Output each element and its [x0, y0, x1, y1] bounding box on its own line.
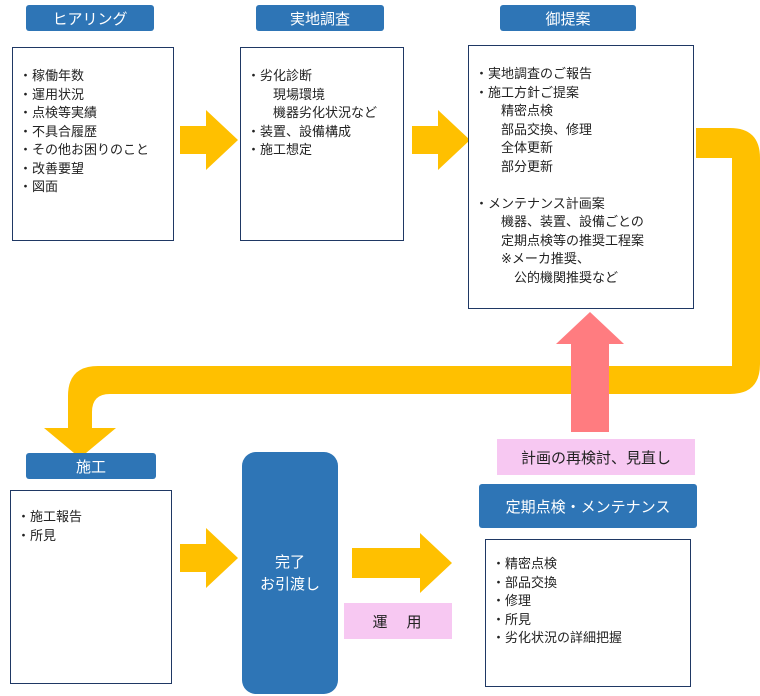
list-item: [475, 177, 687, 196]
construction-title: 施工: [26, 453, 156, 479]
arrow-survey-to-proposal: [412, 110, 470, 170]
list-item: ・その他お困りのこと: [19, 143, 150, 158]
list-item: ・稼働年数: [19, 69, 85, 84]
list-item: ・不具合履歴: [19, 124, 98, 140]
list-item: 精密点検: [475, 104, 554, 119]
list-item: ・劣化状況の詳細把握: [492, 631, 623, 646]
maintenance-box: ・精密点検・部品交換・修理・所見・劣化状況の詳細把握: [485, 539, 691, 687]
list-item: 公的機関推奨など: [475, 270, 619, 286]
proposal-title: 御提案: [500, 5, 636, 31]
handover-line2: お引渡し: [259, 575, 320, 593]
list-item: ・所見: [17, 528, 57, 544]
survey-box: ・劣化診断 現場環境 機器劣化状況など・装置、設備構成・施工想定: [240, 47, 404, 241]
operation-label: 運 用: [344, 603, 452, 639]
survey-title: 実地調査: [256, 5, 384, 31]
review-label: 計画の再検討、見直し: [497, 439, 695, 475]
arrow-review-to-proposal: [556, 312, 624, 432]
list-item: 現場環境: [247, 87, 326, 103]
maintenance-title: 定期点検・メンテナンス: [479, 484, 697, 528]
list-item: ※メーカ推奨、: [475, 252, 590, 267]
list-item: 全体更新: [475, 141, 554, 156]
hearing-box: ・稼働年数・運用状況・点検等実績・不具合履歴・その他お困りのこと・改善要望・図面: [12, 47, 174, 241]
list-item: ・図面: [19, 180, 59, 195]
list-item: ・劣化診断: [247, 69, 313, 84]
list-item: ・施工想定: [247, 143, 313, 158]
list-item: ・運用状況: [19, 87, 85, 103]
hearing-title: ヒアリング: [26, 5, 154, 31]
list-item: ・施工報告: [17, 510, 83, 525]
list-item: ・所見: [492, 612, 532, 628]
list-item: 部分更新: [475, 159, 554, 175]
list-item: 機器劣化状況など: [247, 106, 378, 121]
list-item: 機器、装置、設備ごとの: [475, 215, 644, 230]
proposal-box: ・実地調査のご報告・施工方針ご提案 精密点検 部品交換、修理 全体更新 部分更新…: [468, 45, 694, 309]
list-item: ・点検等実績: [19, 106, 98, 121]
list-item: ・精密点検: [492, 557, 558, 572]
arrow-construction-to-handover: [180, 528, 238, 588]
construction-box: ・施工報告・所見: [10, 490, 172, 684]
list-item: ・部品交換: [492, 575, 558, 591]
arrow-handover-to-maintenance: [352, 533, 452, 593]
list-item: 定期点検等の推奨工程案: [475, 233, 645, 249]
list-item: ・修理: [492, 594, 532, 609]
list-item: ・装置、設備構成: [247, 124, 352, 140]
list-item: ・メンテナンス計画案: [475, 196, 605, 212]
handover-box: 完了 お引渡し: [242, 452, 338, 694]
list-item: ・施工方針ご提案: [475, 85, 580, 101]
list-item: ・改善要望: [19, 161, 85, 177]
list-item: 部品交換、修理: [475, 122, 593, 138]
arrow-hearing-to-survey: [180, 110, 238, 170]
list-item: ・実地調査のご報告: [475, 67, 593, 82]
handover-line1: 完了: [274, 553, 305, 571]
